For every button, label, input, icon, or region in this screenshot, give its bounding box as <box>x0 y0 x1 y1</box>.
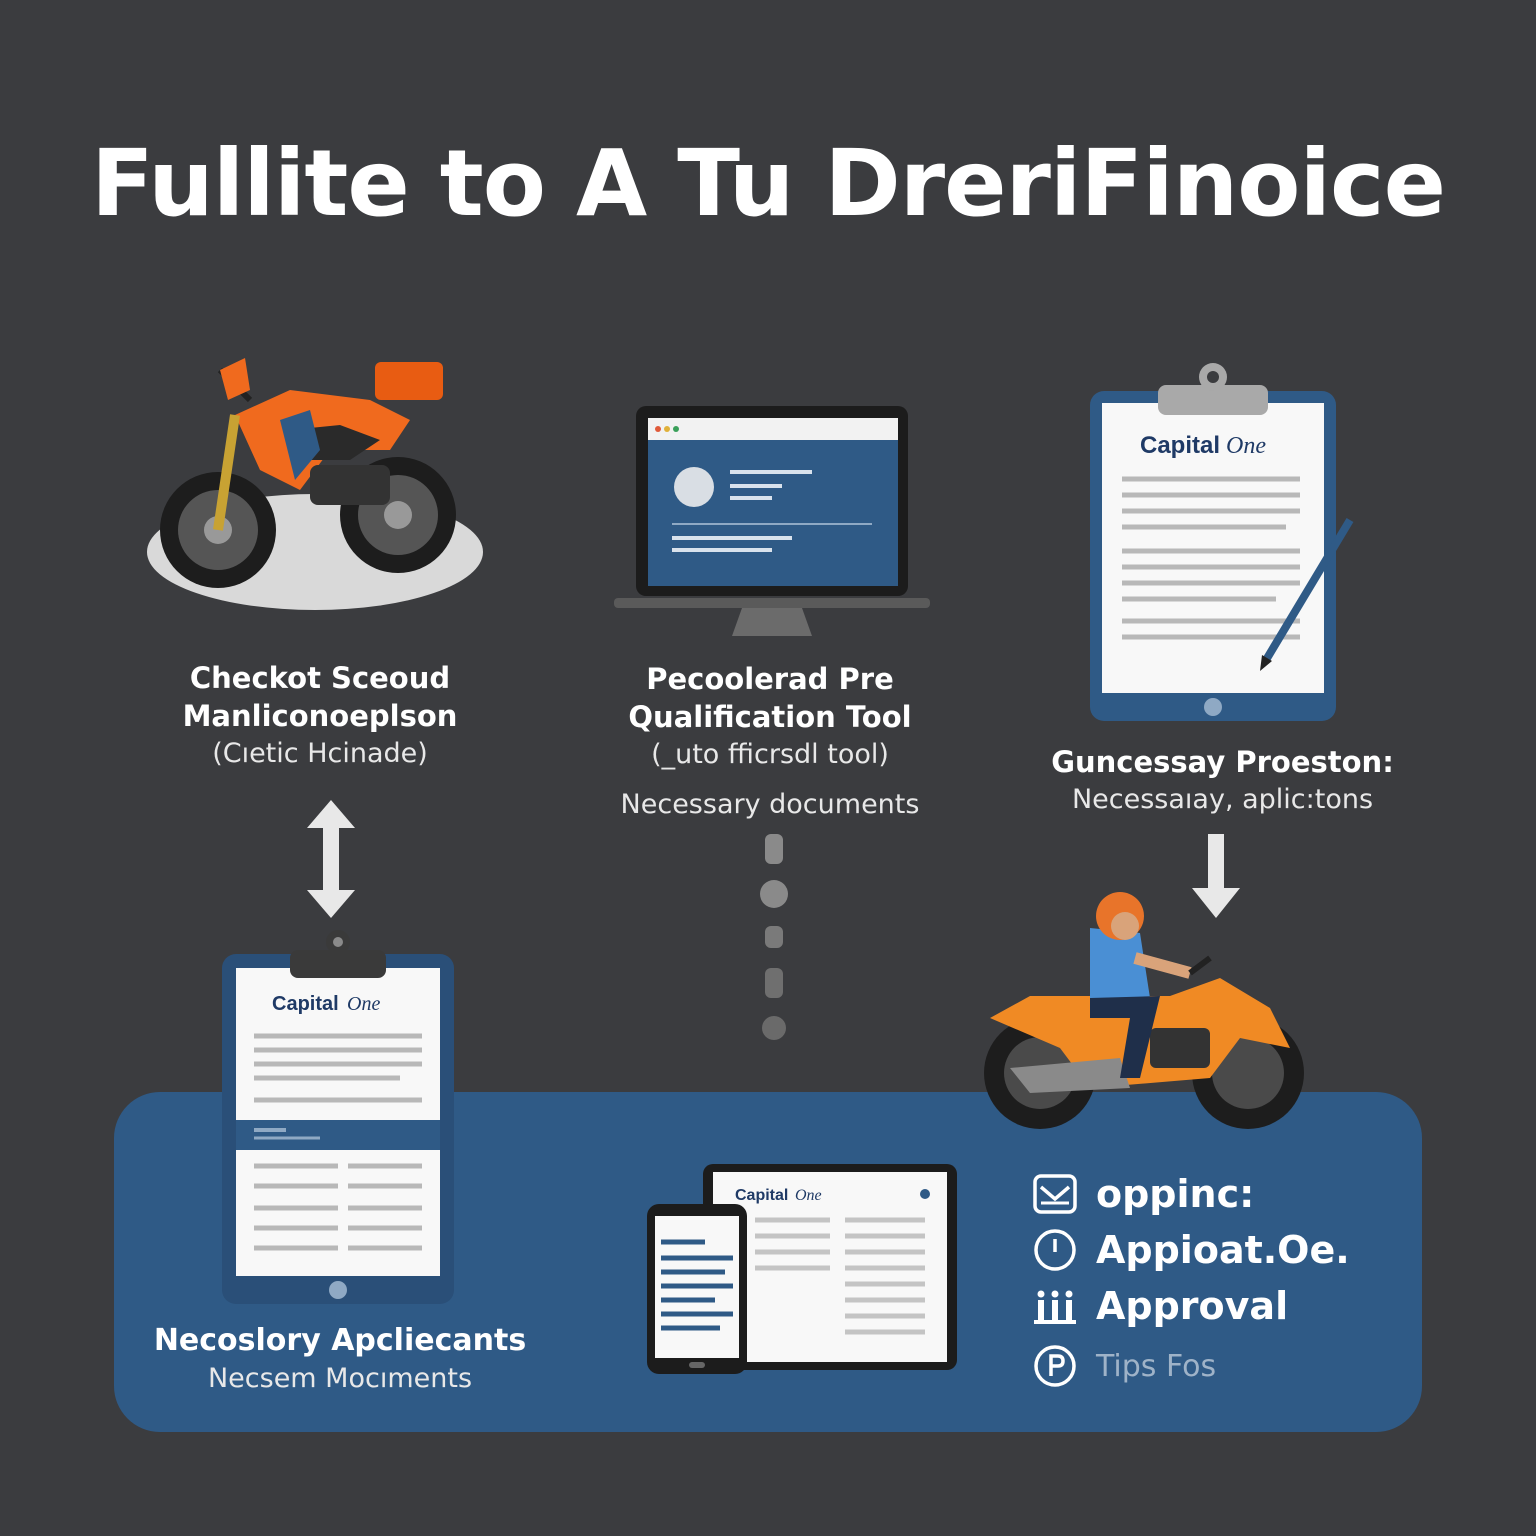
approval-icon <box>1034 1290 1076 1324</box>
bottom-left-line2: Necsem Mocıments <box>207 1363 473 1394</box>
svg-text:One: One <box>347 993 380 1015</box>
bottom-left-label: Necoslory Apcliecants Necsem Mocıments <box>120 1322 560 1398</box>
motorcycle-icon <box>147 358 483 610</box>
svg-text:One: One <box>795 1187 822 1204</box>
step-tool-line2: Qualification Tool <box>628 700 912 734</box>
menu-item-clock-label: Appioat.Oe. <box>1096 1228 1350 1272</box>
menu-item-mail[interactable]: oppinc: <box>1032 1168 1412 1220</box>
step-tool-label: Pecoolerad Pre Qualification Tool (_uto … <box>570 660 970 824</box>
dotted-connector-icon <box>760 834 788 1040</box>
rider-motorcycle-icon <box>984 892 1304 1129</box>
laptop-icon <box>614 406 930 636</box>
step-tool-line4: Necessary documents <box>620 789 920 820</box>
menu-item-tips-label: Tips Fos <box>1096 1348 1217 1384</box>
svg-text:Capital: Capital <box>272 993 339 1015</box>
page-title: Fullite to A Tu DreriFinoice <box>91 130 1446 237</box>
svg-text:Capital: Capital <box>1140 432 1220 459</box>
mail-icon <box>1033 1174 1077 1214</box>
step-tool-line3: (_uto fficrsdl tool) <box>651 739 889 770</box>
step-motorcycle-line2: Manliconoeplson <box>182 699 458 733</box>
double-arrow-icon <box>307 800 355 918</box>
svg-text:Capital: Capital <box>735 1187 788 1204</box>
menu-item-mail-label: oppinc: <box>1096 1172 1255 1216</box>
clipboard-document-icon: Capital One <box>1090 363 1354 721</box>
step-motorcycle-line3: (Cıetic Hcinade) <box>212 738 428 769</box>
menu-item-tips[interactable]: Tips Fos <box>1032 1340 1412 1392</box>
step-motorcycle-line1: Checkot Sceoud <box>189 661 451 695</box>
step-application-label: Guncessay Proeston: Necessaıay, aplic:to… <box>1020 743 1425 819</box>
menu-item-clock[interactable]: Appioat.Oe. <box>1032 1224 1412 1276</box>
step-application-line1: Guncessay Proeston: <box>1051 745 1394 779</box>
summary-menu: oppinc: Appioat.Oe. Approval Tips Fos <box>1032 1168 1412 1392</box>
step-application-line2: Necessaıay, aplic:tons <box>1071 784 1374 815</box>
menu-item-approval[interactable]: Approval <box>1032 1280 1412 1332</box>
bottom-left-line1: Necoslory Apcliecants <box>153 1323 527 1358</box>
tips-icon <box>1034 1345 1076 1387</box>
clock-icon <box>1034 1229 1076 1271</box>
menu-item-approval-label: Approval <box>1096 1284 1289 1328</box>
devices-icon: Capital One <box>647 1164 957 1374</box>
step-motorcycle-label: Checkot Sceoud Manliconoeplson (Cıetic H… <box>120 659 520 773</box>
svg-text:One: One <box>1226 433 1266 459</box>
step-tool-line1: Pecoolerad Pre <box>646 662 894 696</box>
application-clipboard-icon: Capital One <box>222 930 454 1304</box>
down-arrow-icon <box>1192 834 1240 918</box>
